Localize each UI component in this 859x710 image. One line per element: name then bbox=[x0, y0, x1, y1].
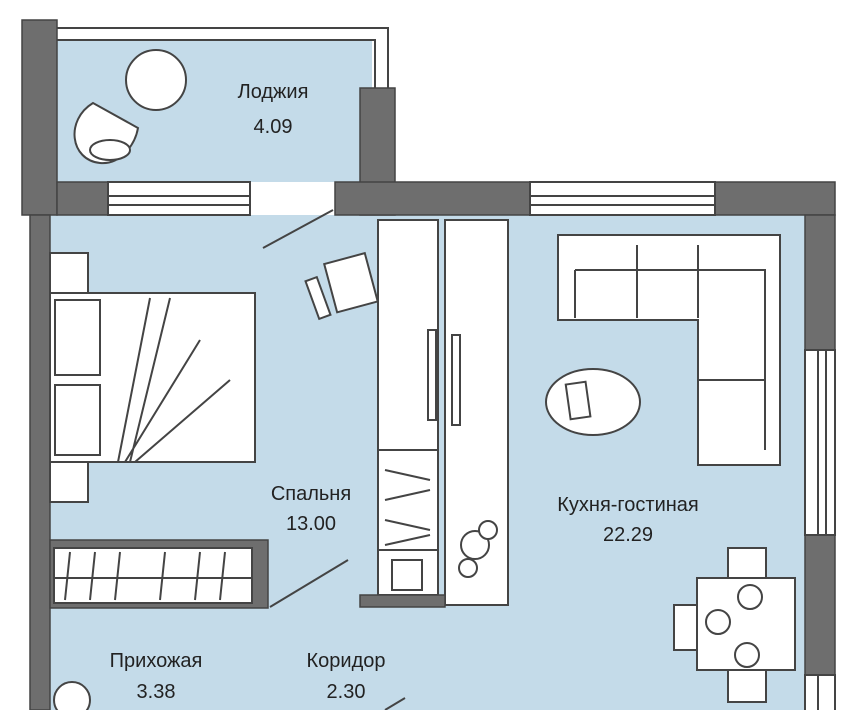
room-area-hallway: 3.38 bbox=[137, 681, 176, 703]
door-entrance bbox=[384, 697, 406, 710]
room-area-corridor: 2.30 bbox=[327, 681, 366, 703]
hall-closet bbox=[49, 539, 269, 609]
loggia-left-wall bbox=[21, 19, 58, 216]
top-wall bbox=[334, 181, 531, 216]
loggia-outer-rail bbox=[57, 27, 389, 90]
room-area-bedroom: 13.00 bbox=[286, 513, 336, 535]
window-kitchen-top bbox=[529, 181, 716, 216]
window-loggia bbox=[107, 181, 251, 216]
room-name-loggia: Лоджия bbox=[238, 81, 309, 103]
office-chair-icon bbox=[304, 251, 379, 321]
stool-icon bbox=[53, 681, 91, 710]
door-bedroom bbox=[269, 559, 349, 608]
bedroom-wardrobe bbox=[377, 449, 439, 596]
tv-icon-2 bbox=[451, 334, 461, 426]
room-area-loggia: 4.09 bbox=[254, 116, 293, 138]
window-kitchen-right bbox=[804, 349, 836, 710]
room-name-hallway: Прихожая bbox=[110, 650, 203, 672]
dining-table bbox=[673, 547, 796, 703]
door-loggia bbox=[262, 209, 334, 249]
nightstand-bottom bbox=[49, 461, 89, 503]
room-name-corridor: Коридор bbox=[307, 650, 386, 672]
right-wall-mid bbox=[804, 534, 836, 676]
right-wall bbox=[804, 214, 836, 351]
armchair-icon bbox=[73, 101, 140, 165]
nightstand-top bbox=[49, 252, 89, 294]
wardrobe-wall bbox=[359, 594, 446, 608]
tv-icon bbox=[427, 329, 437, 421]
room-name-bedroom: Спальня bbox=[271, 483, 351, 505]
loggia-bottom-wall bbox=[56, 181, 109, 216]
left-wall bbox=[29, 214, 51, 710]
bed bbox=[49, 292, 256, 463]
round-table bbox=[125, 49, 187, 111]
plant-icon bbox=[458, 520, 498, 578]
room-area-kitchen-living: 22.29 bbox=[603, 524, 653, 546]
room-name-kitchen-living: Кухня-гостиная bbox=[557, 494, 699, 516]
loggia-inner-rail bbox=[57, 39, 376, 90]
top-wall-right bbox=[714, 181, 836, 216]
sofa-icon bbox=[557, 234, 781, 466]
ottoman-icon bbox=[545, 368, 641, 436]
